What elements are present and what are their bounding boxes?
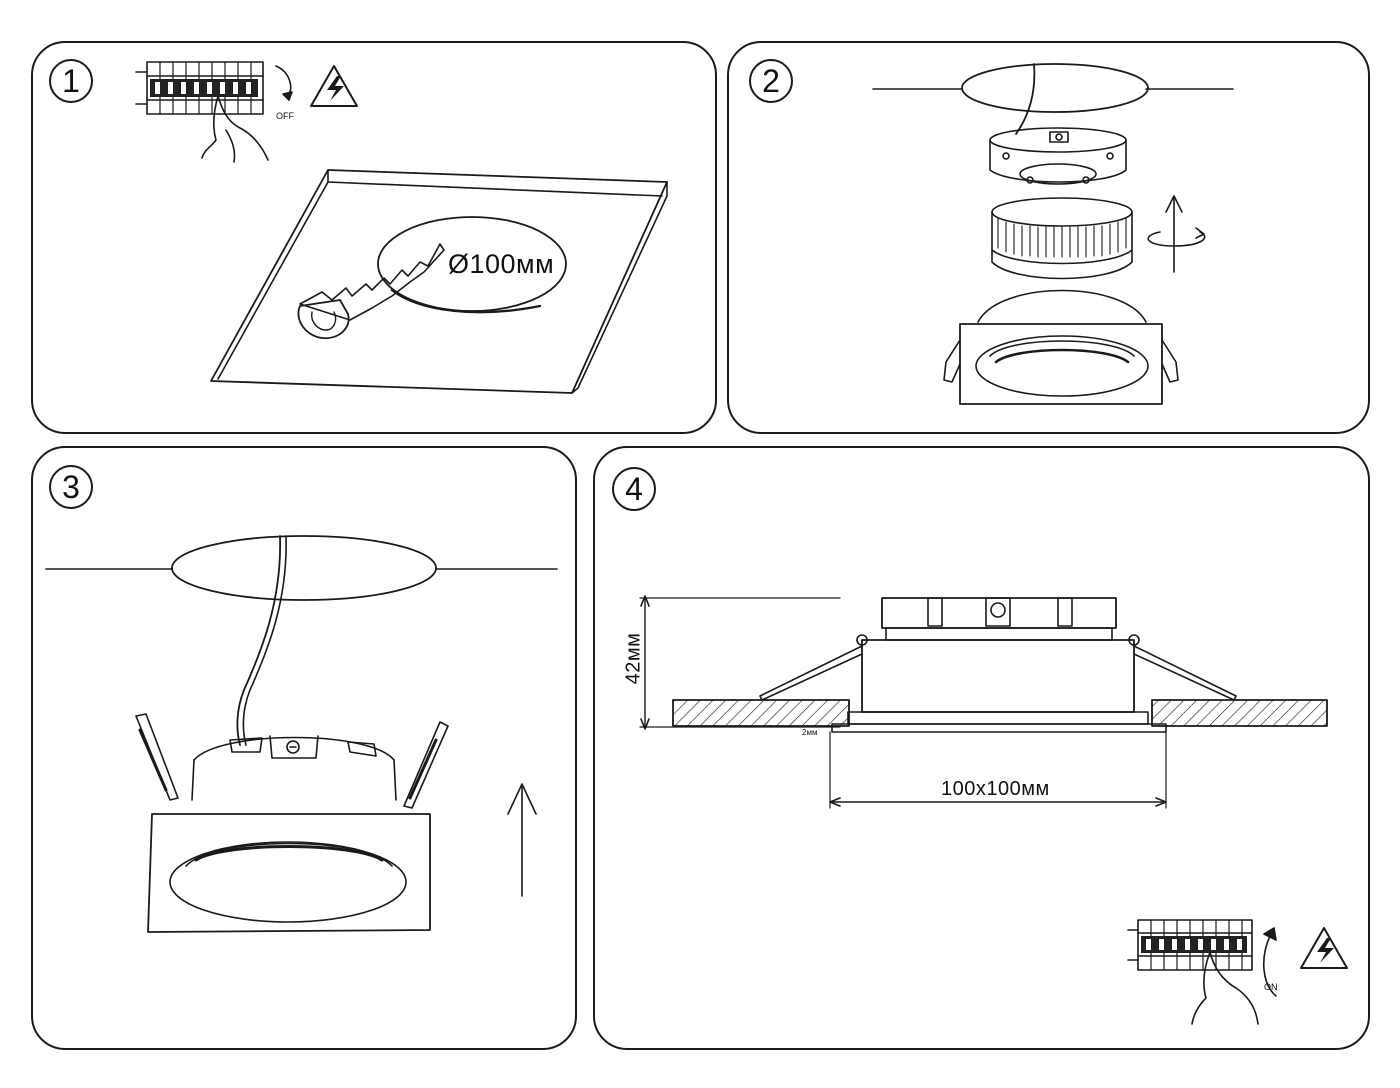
step-2-panel	[727, 41, 1370, 434]
rotate-insert-arrow-icon	[1147, 195, 1206, 273]
section-view	[639, 595, 1328, 809]
size-dimension-label: 100х100мм	[941, 778, 1050, 800]
circuit-breaker-off-icon	[135, 61, 293, 163]
ceiling-cutout-step-3	[45, 535, 558, 746]
height-dimension-label: 42мм	[622, 632, 645, 685]
ceiling-panel	[210, 169, 668, 394]
step-3-panel	[31, 446, 577, 1050]
fixture-with-springs	[135, 713, 449, 933]
step-1-panel	[31, 41, 717, 434]
ceiling-cutout-step-2	[872, 63, 1234, 135]
push-up-arrow-icon	[507, 783, 537, 897]
high-voltage-warning-icon-2	[1300, 927, 1348, 969]
hole-saw-icon	[297, 243, 445, 340]
step-2-number: 2	[749, 59, 793, 103]
square-frame-step-2	[943, 289, 1179, 405]
switch-off-label: OFF	[276, 111, 294, 121]
circuit-breaker-on-icon	[1127, 919, 1277, 1025]
step-3-number: 3	[49, 465, 93, 509]
hole-diameter-label: Ø100мм	[448, 249, 555, 279]
lamp-module-icon	[991, 197, 1133, 280]
cutout-hole	[377, 216, 567, 314]
switch-on-label: ON	[1264, 982, 1278, 992]
step-4-number: 4	[612, 467, 656, 511]
gap-dimension-label: 2мм	[802, 728, 818, 737]
driver-ring-icon	[989, 127, 1127, 185]
high-voltage-warning-icon	[310, 65, 358, 107]
step-1-number: 1	[49, 59, 93, 103]
